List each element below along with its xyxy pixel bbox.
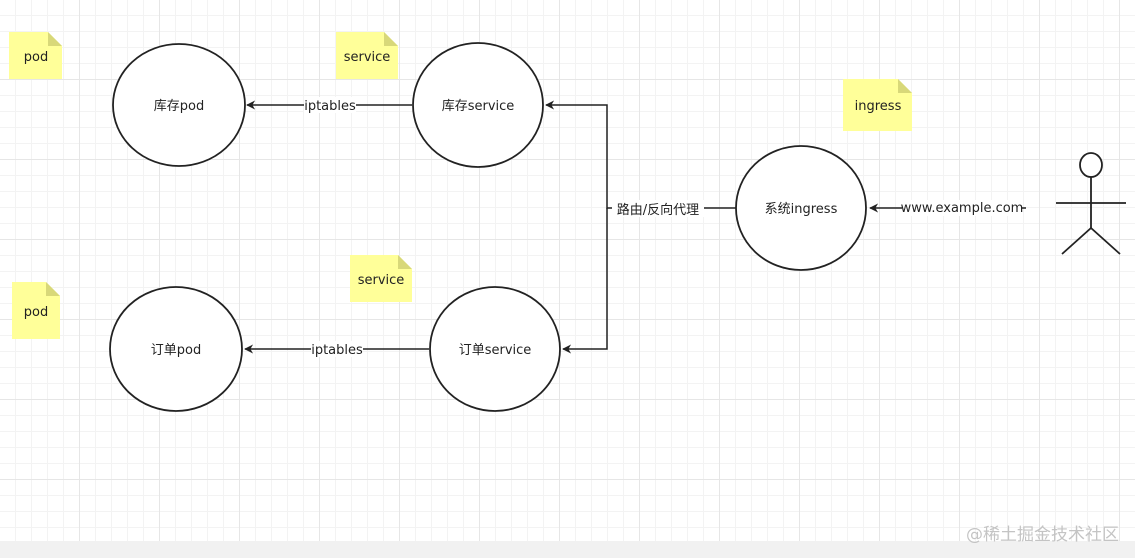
node-order-pod-label: 订单pod [151,343,201,358]
note-ingress[interactable]: ingress [843,79,912,131]
node-inventory-service[interactable]: 库存service [412,42,544,168]
node-inventory-pod-label: 库存pod [154,98,204,114]
node-system-ingress[interactable]: 系统ingress [735,145,867,271]
note-ingress-label: ingress [855,99,902,114]
edge-iptables-top[interactable]: iptables [246,97,412,114]
note-service-top-label: service [344,50,391,65]
edge-iptables-top-label: iptables [304,99,356,114]
note-service-bottom[interactable]: service [350,255,412,302]
note-pod-bottom-label: pod [24,305,48,320]
bottom-bar [0,541,1135,558]
note-pod-top-label: pod [24,50,48,65]
note-service-bottom-label: service [358,273,405,288]
node-order-pod[interactable]: 订单pod [109,286,243,412]
node-inventory-service-label: 库存service [442,98,515,114]
edge-iptables-bottom-label: iptables [311,343,363,358]
watermark: @稀土掘金技术社区 [966,525,1119,545]
edge-routing[interactable]: 路由/反向代理 [545,100,736,354]
note-pod-top[interactable]: pod [9,32,62,79]
edge-routing-label: 路由/反向代理 [617,202,699,218]
node-inventory-pod[interactable]: 库存pod [112,43,246,167]
note-service-top[interactable]: service [336,32,398,79]
edge-domain[interactable]: www.example.com [869,200,1026,216]
node-system-ingress-label: 系统ingress [765,202,838,217]
node-order-service[interactable]: 订单service [429,286,561,412]
node-order-service-label: 订单service [459,343,532,358]
edge-domain-label: www.example.com [901,201,1024,216]
note-pod-bottom[interactable]: pod [12,282,60,339]
user-stick-figure-icon[interactable] [1056,152,1126,255]
diagram-svg: pod service ingress service pod iptables [9,32,1126,412]
edge-iptables-bottom[interactable]: iptables [244,341,429,358]
